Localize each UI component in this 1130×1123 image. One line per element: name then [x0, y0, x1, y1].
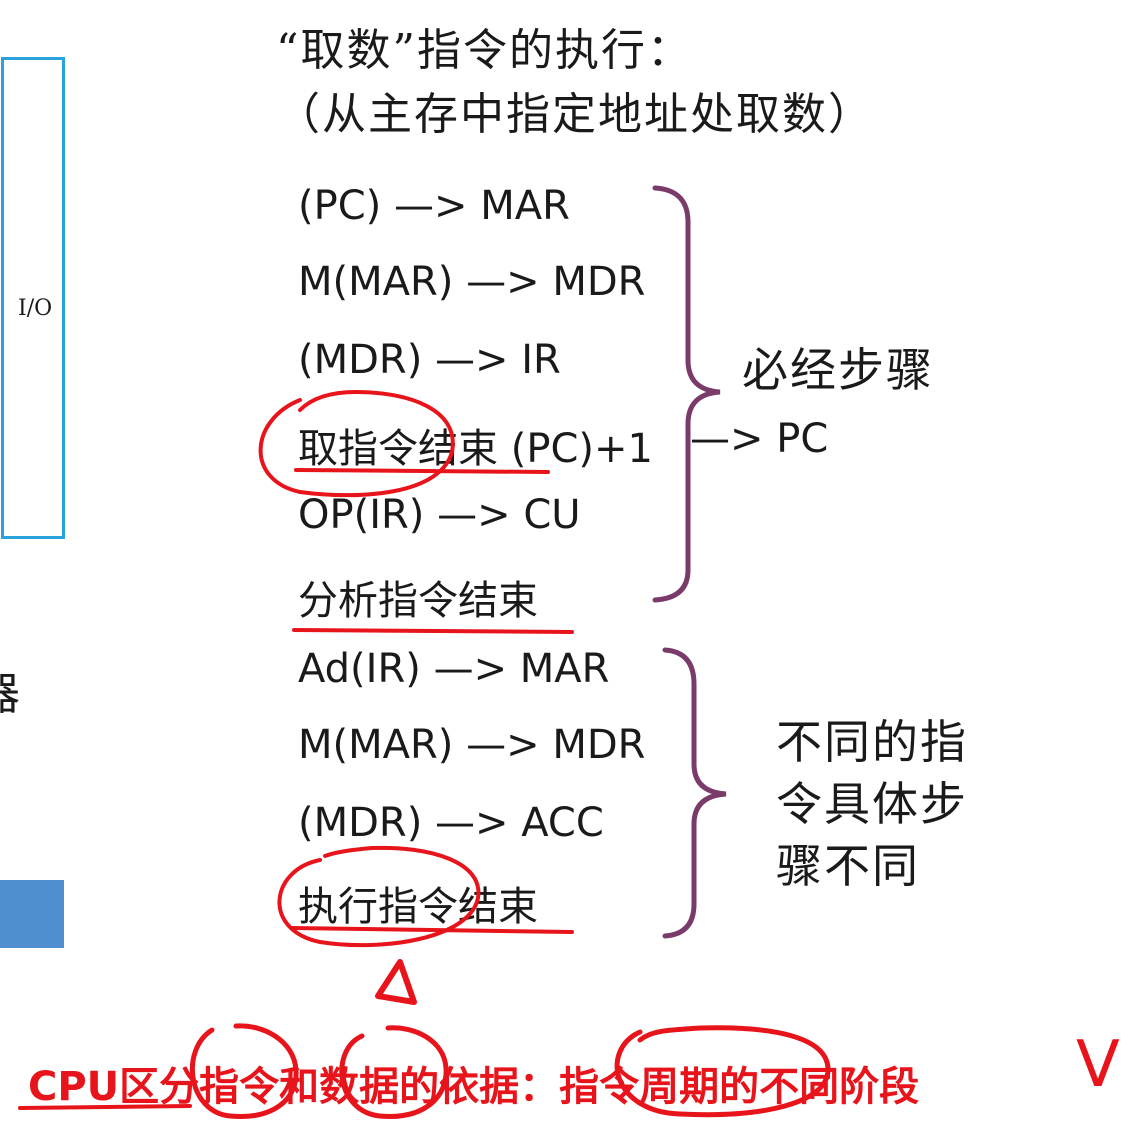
step-8: M(MAR) —> MDR [298, 722, 646, 768]
circle-cycle [614, 1025, 831, 1118]
step-2: M(MAR) —> MDR [298, 259, 646, 305]
step-7: Ad(IR) —> MAR [298, 646, 610, 692]
underline-fetch-end [294, 468, 550, 474]
lower-brace [662, 647, 727, 939]
circle-instruction [189, 1023, 299, 1120]
underline-analyze-end [292, 628, 574, 634]
variable-steps-label-3: 骤不同 [776, 839, 920, 893]
step-3: (MDR) —> IR [298, 337, 561, 383]
upper-brace [652, 185, 721, 603]
title-line2: （从主存中指定地址处取数） [276, 89, 874, 140]
variable-steps-label-1: 不同的指 [776, 715, 968, 769]
underline-execute-end [290, 926, 574, 934]
circle-execute [277, 845, 481, 948]
circle-data [339, 1025, 449, 1119]
arrow-mark [375, 959, 417, 1005]
variable-steps-label-2: 令具体步 [776, 777, 968, 831]
underline-bottom [18, 1104, 192, 1110]
step-4: 取指令结束 (PC)+1 [298, 426, 653, 472]
io-box [1, 57, 65, 539]
partial-char: 器 [0, 658, 20, 722]
circle-fetch [258, 389, 455, 498]
step-10: 执行指令结束 [298, 884, 538, 930]
io-label: I/O [18, 296, 53, 321]
pc-arrow: —> PC [690, 416, 829, 462]
title-line1: “取数”指令的执行： [276, 25, 693, 76]
step-9: (MDR) —> ACC [298, 800, 604, 846]
step-5: OP(IR) —> CU [298, 492, 581, 538]
step-1: (PC) —> MAR [298, 183, 570, 229]
step-6: 分析指令结束 [298, 578, 538, 624]
blue-block [0, 880, 64, 948]
checkmark: V [1076, 1028, 1120, 1102]
bottom-annotation: CPU区分指令和数据的依据：指令周期的不同阶段 [28, 1064, 920, 1110]
common-steps-label: 必经步骤 [742, 343, 934, 397]
